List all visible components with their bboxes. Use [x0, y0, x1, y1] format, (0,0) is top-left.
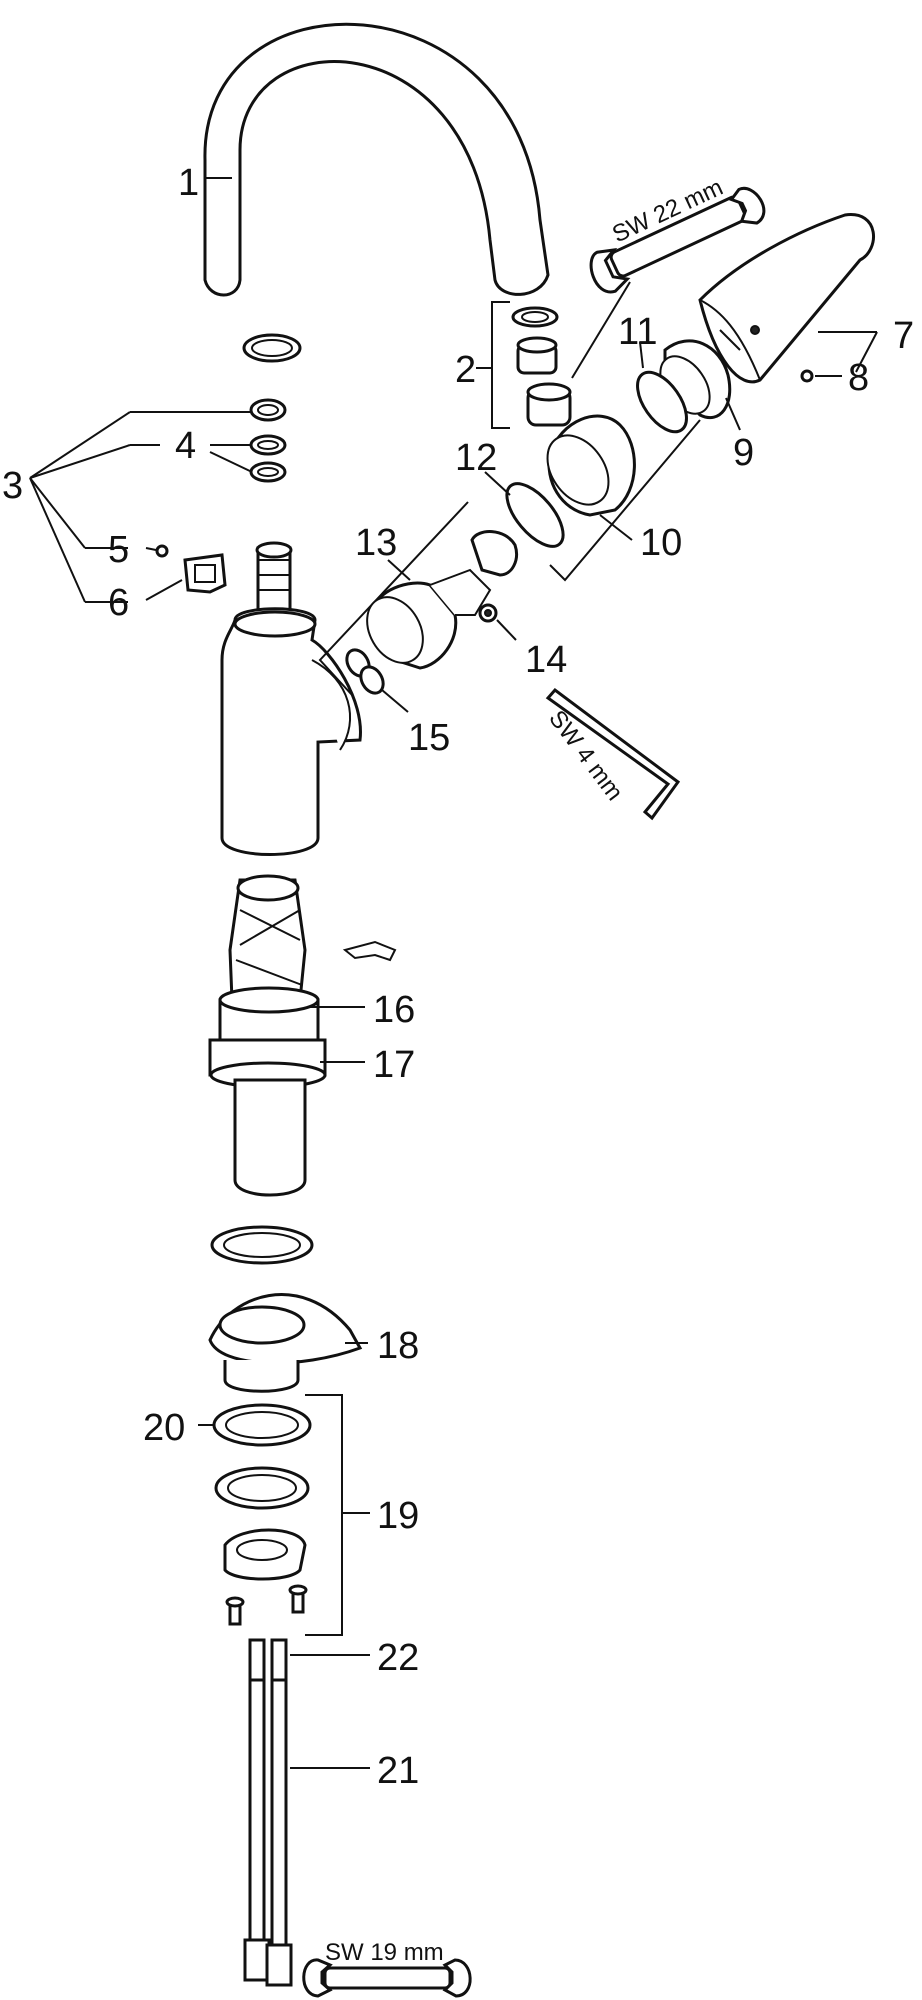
label-3: 3	[2, 465, 23, 507]
label-13: 13	[355, 522, 397, 564]
label-9: 9	[733, 432, 754, 474]
faucet-body	[220, 541, 362, 856]
label-18: 18	[377, 1325, 419, 1367]
label-1: 1	[178, 162, 199, 204]
wrench-19mm: SW 19 mm	[302, 1939, 472, 1998]
label-19: 19	[377, 1495, 419, 1537]
label-10: 10	[640, 522, 682, 564]
label-17: 17	[373, 1044, 415, 1086]
label-15: 15	[408, 717, 450, 759]
hex-key-4mm: SW 4 mm	[543, 687, 681, 821]
label-21: 21	[377, 1750, 419, 1792]
bolts	[225, 1584, 308, 1626]
label-6: 6	[108, 582, 129, 624]
spout-head-7	[698, 213, 875, 384]
wrench-19mm-label: SW 19 mm	[325, 1939, 444, 1966]
diverter-10	[546, 414, 636, 517]
label-20: 20	[143, 1407, 185, 1449]
o-ring-12	[505, 482, 565, 548]
label-16: 16	[373, 989, 415, 1031]
spout-part	[203, 22, 550, 297]
screw-5	[155, 544, 169, 558]
screw-8	[800, 369, 814, 383]
label-12: 12	[455, 437, 497, 479]
label-2: 2	[455, 349, 476, 391]
supply-hoses-21	[243, 1638, 293, 1987]
ring-15b	[359, 665, 385, 695]
base-plate-18	[208, 1293, 363, 1393]
clip-6	[183, 553, 227, 594]
label-4: 4	[175, 425, 196, 467]
label-5: 5	[108, 529, 129, 571]
clamp-plate	[223, 1528, 307, 1581]
label-11: 11	[618, 311, 657, 353]
cartridge-13	[366, 530, 518, 670]
aerator-parts	[511, 306, 572, 427]
label-8: 8	[848, 357, 869, 399]
screw-14	[478, 603, 498, 623]
label-7: 7	[893, 315, 914, 357]
mounting-assembly	[208, 874, 327, 1197]
label-14: 14	[525, 639, 567, 681]
spring-clip	[342, 940, 397, 962]
label-22: 22	[377, 1637, 419, 1679]
o-ring-11	[636, 370, 688, 434]
